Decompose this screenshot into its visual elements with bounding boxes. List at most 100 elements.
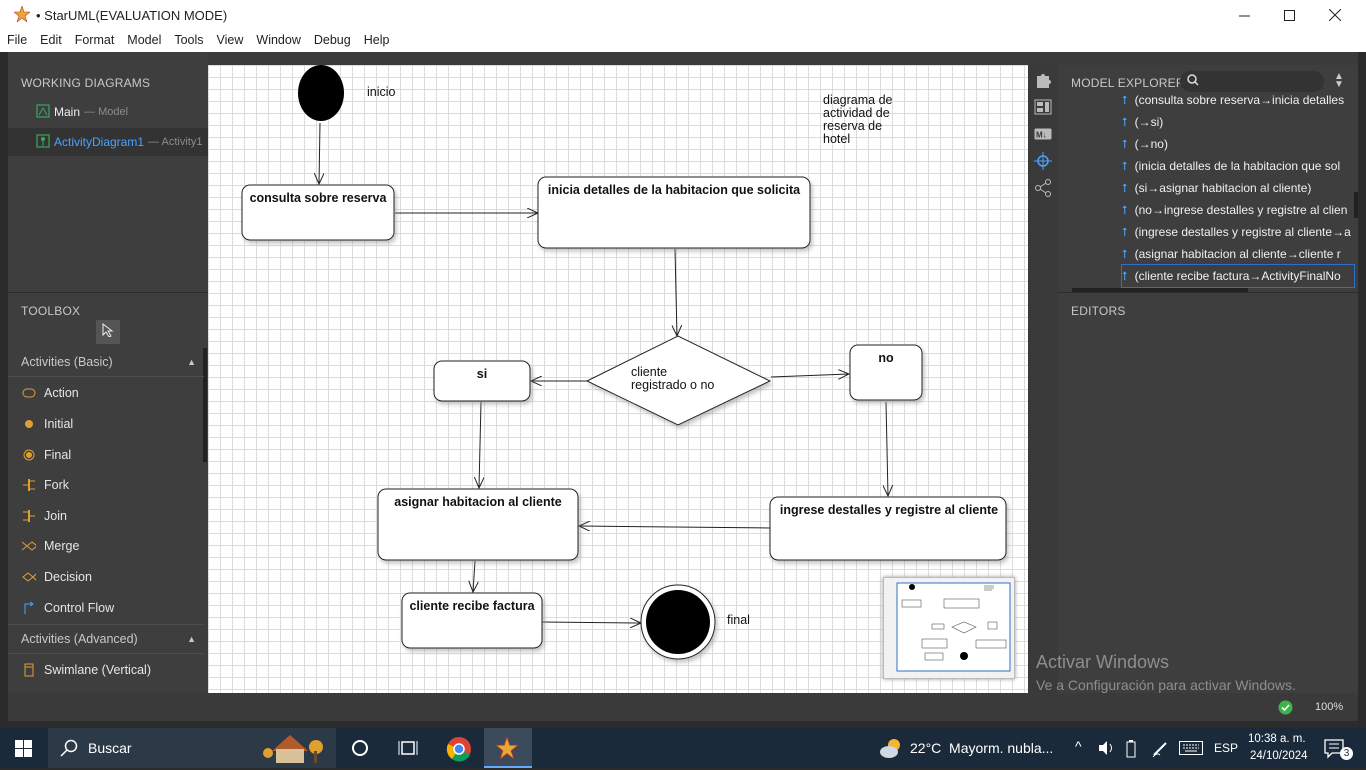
tool-decision[interactable]: Decision (8, 562, 204, 592)
task-view-cortana-icon[interactable] (350, 738, 370, 763)
maximize-button[interactable] (1266, 0, 1312, 30)
battery-icon[interactable] (1126, 740, 1136, 763)
validation-ok-icon[interactable] (1278, 700, 1293, 720)
tool-swimlane-vertical[interactable]: Swimlane (Vertical) (8, 655, 204, 685)
tool-initial[interactable]: Initial (8, 409, 204, 439)
tool-action[interactable]: Action (8, 378, 204, 408)
title-bar: • StarUML(EVALUATION MODE) (0, 0, 1366, 30)
working-diagram-main[interactable]: Main — Model (8, 98, 208, 126)
volume-icon[interactable] (1098, 740, 1116, 761)
select-tool-button[interactable] (96, 320, 120, 344)
tree-vertical-scrollbar[interactable] (1354, 192, 1358, 218)
group-activities-advanced[interactable]: Activities (Advanced) ▲ (8, 624, 204, 654)
group-activities-basic[interactable]: Activities (Basic) ▲ (8, 348, 204, 377)
chrome-icon[interactable] (446, 736, 472, 767)
tree-item-label: (→si) (1134, 115, 1164, 129)
tool-control-flow[interactable]: Control Flow (8, 593, 204, 623)
diagram-name: Main (54, 105, 81, 119)
tree-item[interactable]: ⭡(→no) (1122, 136, 1168, 152)
tree-item-label: (ingrese destalles y registre al cliente… (1134, 225, 1351, 239)
final-icon (22, 449, 36, 461)
tree-item[interactable]: ⭡(si→asignar habitacion al cliente) (1122, 180, 1312, 196)
tree-item-label: (inicia detalles de la habitacion que so… (1134, 159, 1341, 173)
tree-horizontal-scrollbar[interactable] (1072, 288, 1248, 292)
group-label: Activities (Advanced) (21, 632, 138, 646)
weather-text[interactable]: 22°C Mayorm. nubla... (910, 740, 1054, 756)
flow-asignar-factura[interactable] (473, 560, 475, 592)
flow-ingrese-asignar[interactable] (579, 526, 771, 528)
menu-help[interactable]: Help (363, 33, 390, 47)
tree-item-selected[interactable]: ⭡(cliente recibe factura→ActivityFinalNo (1121, 264, 1355, 288)
tree-item[interactable]: ⭡(ingrese destalles y registre al client… (1122, 224, 1351, 240)
decision-label-2: registrado o no (631, 378, 714, 392)
working-diagram-activitydiagram1[interactable]: ActivityDiagram1 — Activity1 (8, 128, 208, 156)
minimize-button[interactable] (1221, 0, 1267, 30)
language-indicator[interactable]: ESP (1214, 741, 1239, 755)
no-label: no (878, 351, 894, 365)
action-si[interactable] (433, 360, 531, 402)
notification-center-icon[interactable] (1324, 739, 1346, 764)
diagram-canvas[interactable]: inicio final diagrama de actividad de re… (208, 65, 1028, 693)
tool-merge[interactable]: Merge (8, 531, 204, 561)
minimap-preview (896, 582, 1011, 672)
close-button[interactable] (1312, 0, 1358, 30)
sort-icon[interactable]: ▲▼ (1334, 71, 1344, 90)
flow-factura-final[interactable] (541, 622, 641, 623)
extensions-icon[interactable] (1034, 71, 1052, 94)
clock-date[interactable]: 24/10/2024 (1250, 750, 1308, 762)
tree-item[interactable]: ⭡(no→ingrese destalles y registre al cli… (1122, 202, 1348, 218)
menu-format[interactable]: Format (74, 33, 115, 47)
control-flow-icon (22, 601, 36, 615)
weather-icon[interactable] (878, 737, 904, 764)
zoom-level[interactable]: 100% (1315, 701, 1344, 713)
menu-model[interactable]: Model (127, 33, 162, 47)
menu-tools[interactable]: Tools (174, 33, 204, 47)
action-ingrese[interactable] (769, 496, 1007, 561)
menu-edit[interactable]: Edit (40, 33, 62, 47)
tree-item[interactable]: ⭡(consulta sobre reserva→inicia detalles (1122, 93, 1345, 107)
decision-node[interactable] (585, 335, 772, 426)
flow-inicio-consulta[interactable] (319, 122, 320, 184)
share-icon[interactable] (1034, 179, 1052, 202)
tree-item[interactable]: ⭡(asignar habitacion al cliente→cliente … (1122, 246, 1341, 262)
keyboard-icon[interactable] (1179, 741, 1203, 760)
factura-label: cliente recibe factura (409, 599, 535, 613)
action-inicia[interactable] (537, 176, 811, 249)
menu-window[interactable]: Window (256, 33, 301, 47)
panel-divider (8, 292, 208, 293)
show-hidden-icons-icon[interactable]: ^ (1075, 738, 1082, 754)
flow-si-asignar[interactable] (479, 401, 481, 488)
menu-view[interactable]: View (216, 33, 244, 47)
pen-icon[interactable] (1151, 740, 1169, 763)
flow-inicia-decision[interactable] (675, 248, 677, 336)
task-view-icon[interactable] (398, 738, 418, 763)
tree-item[interactable]: ⭡(→si) (1122, 114, 1164, 130)
action-consulta[interactable] (241, 184, 395, 241)
action-no[interactable] (849, 344, 923, 401)
markdown-icon[interactable]: M↓ (1034, 127, 1052, 145)
model-explorer-search[interactable] (1180, 71, 1324, 92)
flow-decision-no[interactable] (770, 374, 849, 377)
clock-time[interactable]: 10:38 a. m. (1248, 733, 1306, 745)
tool-fork[interactable]: Fork (8, 470, 204, 500)
menu-debug[interactable]: Debug (313, 33, 351, 47)
initial-node[interactable] (298, 65, 344, 121)
tool-join[interactable]: Join (8, 501, 204, 531)
flow-no-ingrese[interactable] (886, 401, 888, 496)
inicia-label: inicia detalles de la habitacion que sol… (548, 183, 801, 197)
tree-item[interactable]: ⭡(inicia detalles de la habitacion que s… (1122, 158, 1341, 174)
minimap[interactable] (883, 577, 1015, 679)
toolbox-header: TOOLBOX (21, 304, 81, 318)
layout-icon[interactable] (1034, 99, 1052, 120)
action-factura[interactable] (401, 592, 543, 649)
tool-final[interactable]: Final (8, 440, 204, 470)
windows-start-icon[interactable] (15, 740, 32, 762)
toolbox-scrollbar[interactable] (203, 348, 207, 462)
svg-text:M↓: M↓ (1036, 131, 1047, 140)
cursor-icon (102, 322, 114, 342)
tool-label: Decision (44, 570, 92, 584)
model-explorer-tree: ⭡(consulta sobre reserva→inicia detalles… (1060, 93, 1356, 288)
menu-file[interactable]: File (7, 33, 28, 47)
action-asignar[interactable] (377, 488, 579, 561)
navigator-icon[interactable] (1034, 152, 1052, 175)
